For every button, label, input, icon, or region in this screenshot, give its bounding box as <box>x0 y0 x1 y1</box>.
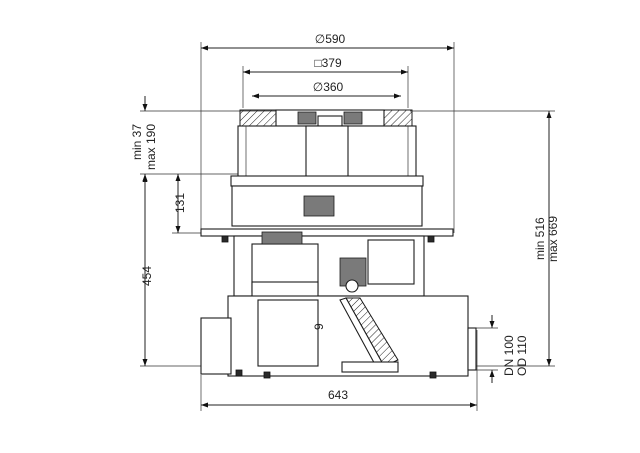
label-max-669: max 669 <box>546 216 560 262</box>
outlet-pipe <box>467 327 477 371</box>
lower-foot-mid <box>263 371 271 379</box>
cover-clamp-left <box>297 111 317 125</box>
riser-connector <box>303 195 335 217</box>
cover-hatch-right <box>383 109 413 127</box>
flange-bolt-left <box>221 235 229 243</box>
lower-foot-right <box>429 371 437 379</box>
middle-body <box>233 231 425 299</box>
label-dn-100: DN 100 <box>502 335 516 376</box>
middle-seal <box>261 231 303 245</box>
lower-foot-left <box>235 369 243 377</box>
flange-plate <box>200 228 454 237</box>
label-min-37: min 37 <box>130 124 144 160</box>
label-9: 9 <box>312 323 326 330</box>
middle-chamber-right <box>367 239 415 285</box>
riser-collar <box>230 175 424 187</box>
lower-body <box>200 295 477 379</box>
label-diameter-590: ∅590 <box>315 32 346 46</box>
upper-riser <box>230 125 424 227</box>
label-max-190: max 190 <box>144 124 158 170</box>
label-diameter-360: ∅360 <box>313 80 344 94</box>
cover-hatch-left <box>239 109 277 127</box>
label-od-110: OD 110 <box>515 335 529 376</box>
label-min-516: min 516 <box>533 217 547 260</box>
label-square-379: □379 <box>314 56 342 70</box>
top-cover <box>239 109 413 127</box>
label-454: 454 <box>140 266 154 286</box>
flange-bolt-right <box>427 235 435 243</box>
lower-sump <box>341 361 399 373</box>
lower-chamber-left <box>257 299 319 367</box>
label-643: 643 <box>328 388 348 402</box>
cover-center <box>317 115 343 127</box>
inlet-pipe <box>200 317 232 375</box>
label-131: 131 <box>173 193 187 213</box>
middle-float <box>345 279 359 293</box>
cover-clamp-right <box>343 111 363 125</box>
dimension-labels: ∅590 □379 ∅360 min 37 max 190 131 454 9 … <box>130 32 560 402</box>
drain-assembly <box>200 109 477 379</box>
